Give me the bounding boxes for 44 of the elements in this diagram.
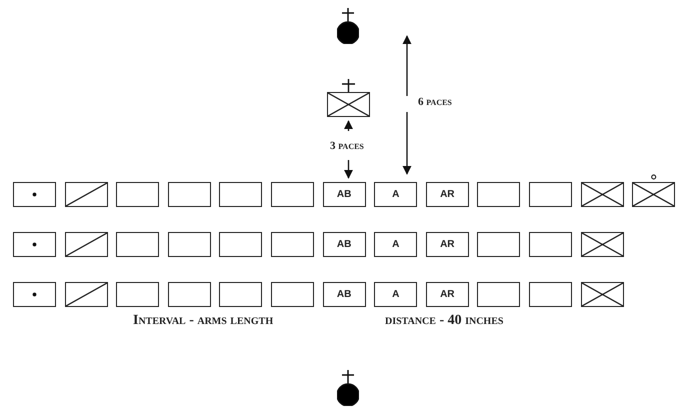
- rectangle-symbol: [168, 182, 211, 207]
- rectangle-symbol: [477, 282, 520, 307]
- position-box: A: [374, 282, 418, 307]
- dimension-label: 6 paces: [418, 96, 452, 108]
- rectangle-symbol: [477, 182, 520, 207]
- rectangle-symbol: [219, 182, 262, 207]
- position-box: AB: [322, 182, 366, 207]
- dotted-box-symbol: [13, 182, 56, 207]
- rectangle-symbol: [219, 232, 262, 257]
- rectangle-symbol: [529, 282, 572, 307]
- dimension-label: 3 paces: [330, 140, 364, 152]
- leader-symbol: [337, 370, 359, 406]
- rectangle-symbol: [271, 232, 314, 257]
- position-box: AR: [426, 232, 469, 257]
- crossed-box-symbol: [327, 92, 370, 117]
- rectangle-symbol: [477, 232, 520, 257]
- interval-note: Interval - arms length: [133, 313, 274, 329]
- position-box: AR: [426, 182, 469, 207]
- rectangle-symbol: [168, 232, 211, 257]
- rectangle-symbol: [529, 232, 572, 257]
- slashed-box-symbol: [64, 282, 108, 307]
- slashed-box-symbol: [64, 232, 108, 257]
- rectangle-symbol: [168, 282, 211, 307]
- crossed-box-symbol: [580, 232, 624, 257]
- leader-symbol: [337, 8, 359, 44]
- slashed-box-symbol: [64, 182, 108, 207]
- crossed-box-symbol: [580, 282, 624, 307]
- position-box: AR: [426, 282, 469, 307]
- rectangle-symbol: [271, 182, 314, 207]
- dotted-box-symbol: [13, 232, 56, 257]
- rectangle-symbol: [116, 232, 160, 257]
- rectangle-symbol: [271, 282, 314, 307]
- crossed-box-symbol: [632, 182, 676, 207]
- position-box: A: [374, 232, 418, 257]
- position-box: A: [374, 182, 418, 207]
- rectangle-symbol: [116, 182, 160, 207]
- dotted-box-symbol: [13, 282, 56, 307]
- position-box: AB: [322, 282, 366, 307]
- rectangle-symbol: [529, 182, 572, 207]
- distance-note: distance - 40 inches: [385, 313, 504, 329]
- rectangle-symbol: [219, 282, 262, 307]
- position-box: AB: [322, 232, 366, 257]
- crossed-box-symbol: [580, 182, 624, 207]
- rectangle-symbol: [116, 282, 160, 307]
